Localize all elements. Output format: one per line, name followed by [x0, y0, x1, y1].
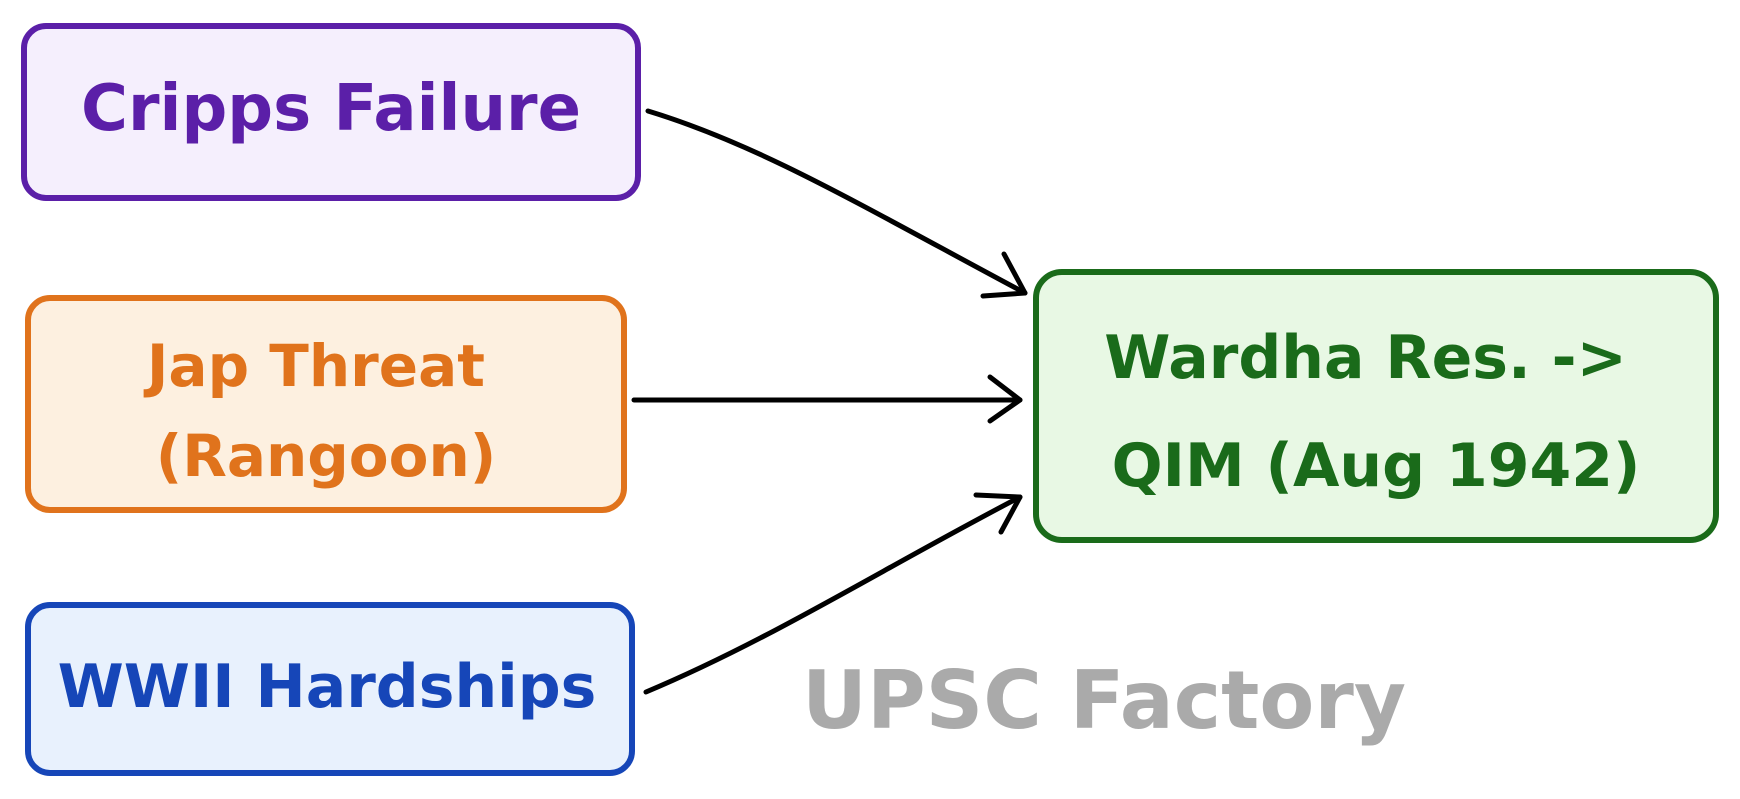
- node-wwii-hardships: WWII Hardships: [25, 602, 635, 776]
- arrowhead-cripps: [980, 251, 1028, 299]
- node-label-line: WWII Hardships: [58, 652, 597, 722]
- node-label-line: Jap Threat: [143, 332, 485, 400]
- node-label-line: Wardha Res. ->: [1104, 323, 1627, 393]
- node-label-line: Cripps Failure: [81, 72, 581, 146]
- node-label: WWII Hardships: [58, 652, 597, 722]
- node-box: [25, 295, 627, 513]
- edges: [631, 108, 1028, 695]
- arrowhead-wwii: [973, 492, 1023, 535]
- node-wardha-resolution: Wardha Res. -> QIM (Aug 1942): [1033, 269, 1719, 543]
- arrow-cripps-to-wardha: [645, 108, 1028, 296]
- watermark-text: UPSC Factory: [802, 654, 1406, 747]
- node-box: [25, 602, 635, 776]
- node-label: Cripps Failure: [81, 72, 581, 146]
- node-cripps-failure: Cripps Failure: [21, 23, 641, 201]
- node-box: [1033, 269, 1719, 543]
- node-label-line: QIM (Aug 1942): [1112, 431, 1641, 501]
- node-jap-threat: Jap Threat (Rangoon): [25, 295, 627, 513]
- node-label: Jap Threat (Rangoon): [143, 332, 505, 490]
- node-box: [21, 23, 641, 201]
- node-label: Wardha Res. -> QIM (Aug 1942): [1104, 323, 1648, 501]
- arrowhead-jap: [987, 374, 1023, 424]
- arrow-wwii-to-wardha: [643, 494, 1023, 695]
- node-label-line: (Rangoon): [156, 422, 497, 490]
